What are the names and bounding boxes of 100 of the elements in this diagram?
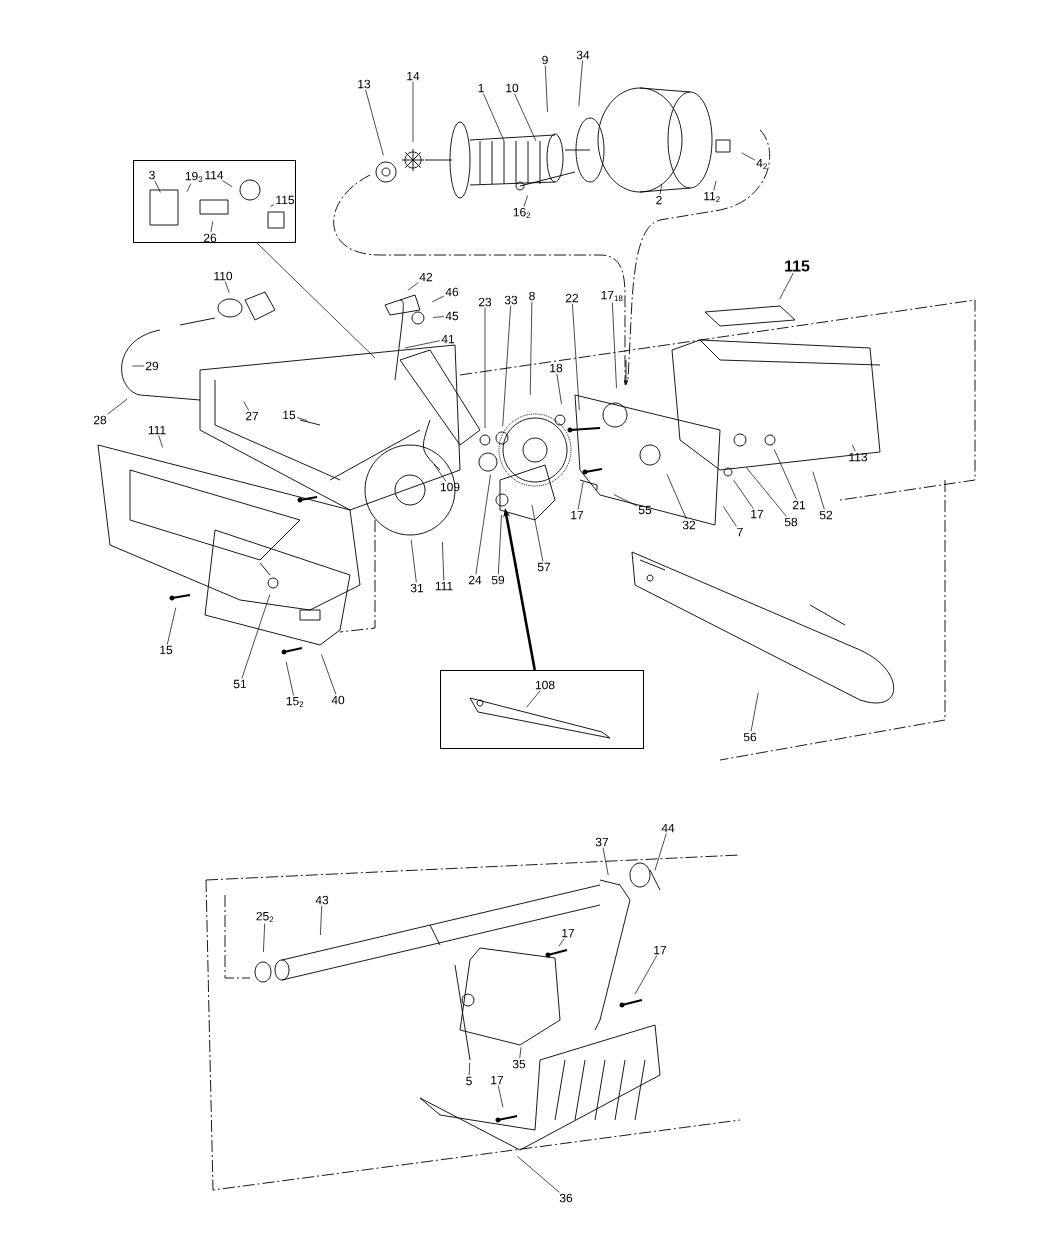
callout-number: 1 (478, 83, 484, 93)
inset-box (440, 670, 644, 749)
callout-number: 43 (315, 895, 329, 905)
leader-line (523, 195, 528, 207)
callout-number: 4$_{2}$ (756, 159, 767, 170)
leader-line (433, 463, 447, 482)
leader-line (468, 1062, 471, 1076)
callout-number: 7 (737, 527, 743, 537)
leader-line (475, 474, 491, 575)
callout-number: 57 (537, 562, 551, 572)
leader-line (602, 847, 609, 876)
callout-number: 15 (160, 645, 173, 655)
leader-line (404, 340, 441, 349)
leader-line (166, 607, 177, 645)
leader-line (733, 479, 754, 509)
leader-line (483, 93, 505, 142)
callout-number: 29 (145, 361, 159, 371)
leader-line (407, 282, 419, 291)
leader-line (723, 506, 737, 527)
leader-line (544, 65, 548, 113)
leader-line (412, 81, 414, 143)
leader-line (612, 302, 617, 389)
callout-number: 14 (407, 71, 420, 81)
callout-number: 17$_{18}$ (601, 290, 623, 302)
leader-line (210, 220, 214, 233)
callout-number: 111 (435, 581, 453, 591)
leader-line (526, 690, 541, 708)
leader-line (852, 444, 856, 452)
callout-number: 23 (478, 297, 492, 307)
callout-number: 113 (849, 452, 868, 462)
leader-line (158, 435, 163, 448)
callout-number: 34 (576, 50, 590, 60)
leader-line (779, 272, 794, 300)
callout-number: 58 (784, 517, 798, 527)
leader-line (321, 654, 337, 695)
leader-line (222, 180, 233, 188)
leader-line (773, 448, 797, 500)
callout-number: 24 (468, 575, 482, 585)
leader-line (296, 417, 308, 421)
leader-line (634, 955, 658, 995)
callout-number: 8 (529, 291, 535, 301)
leader-line (531, 504, 544, 562)
leader-line (497, 1085, 504, 1108)
callout-number: 31 (410, 583, 424, 593)
leader-line (613, 494, 638, 507)
callout-number: 13 (358, 79, 371, 89)
leader-line (654, 833, 667, 871)
leader-line (519, 1046, 522, 1059)
leader-line (320, 905, 323, 936)
callout-number: 21 (792, 500, 806, 510)
leader-line (432, 316, 445, 318)
leader-line (529, 301, 533, 396)
callout-number: 32 (682, 520, 696, 530)
leader-line (186, 183, 192, 193)
callout-number: 46 (445, 287, 459, 297)
callout-number: 11$_{2}$ (704, 192, 720, 203)
leader-line (132, 365, 145, 367)
callout-number: 25$_{2}$ (256, 911, 274, 923)
callout-number: 9 (542, 55, 548, 65)
leader-line (243, 400, 250, 411)
leader-line (263, 923, 266, 953)
callout-number: 115 (276, 195, 295, 205)
leader-line (746, 467, 787, 517)
callout-number: 16$_{2}$ (513, 207, 531, 219)
leader-line (556, 373, 562, 405)
callout-number: 35 (512, 1059, 526, 1069)
leader-line (410, 539, 417, 583)
callout-number: 27 (245, 411, 259, 421)
callout-number: 2 (656, 195, 662, 205)
inset-box (133, 160, 296, 243)
leader-line (578, 60, 583, 107)
callout-number: 28 (93, 415, 107, 425)
leader-line (750, 692, 759, 732)
leader-line (517, 1156, 560, 1193)
leader-line (666, 473, 687, 520)
callout-number: 108 (535, 680, 555, 690)
leader-line (741, 152, 756, 161)
leader-line (514, 93, 537, 142)
callout-number: 19$_{3}$ (185, 171, 203, 183)
callout-number: 55 (638, 505, 652, 515)
leader-line (432, 295, 445, 303)
callout-number: 33 (504, 295, 518, 305)
callout-number: 59 (491, 575, 505, 585)
callout-number: 10 (506, 83, 519, 93)
callout-number: 45 (445, 311, 459, 321)
leader-line (497, 514, 502, 575)
callout-number: 110 (214, 271, 233, 281)
leader-line (812, 471, 825, 510)
leader-line (154, 180, 161, 193)
callout-number: 36 (559, 1193, 573, 1203)
callout-number: 115 (785, 260, 810, 272)
leader-line (365, 89, 384, 156)
leader-line (659, 184, 663, 195)
leader-line (256, 242, 376, 359)
callout-number: 52 (819, 510, 833, 520)
callout-number: 15 (283, 410, 296, 420)
leader-line (442, 541, 445, 581)
leader-line (107, 398, 128, 415)
callout-number: 26 (203, 233, 217, 243)
callout-number: 37 (595, 837, 609, 847)
